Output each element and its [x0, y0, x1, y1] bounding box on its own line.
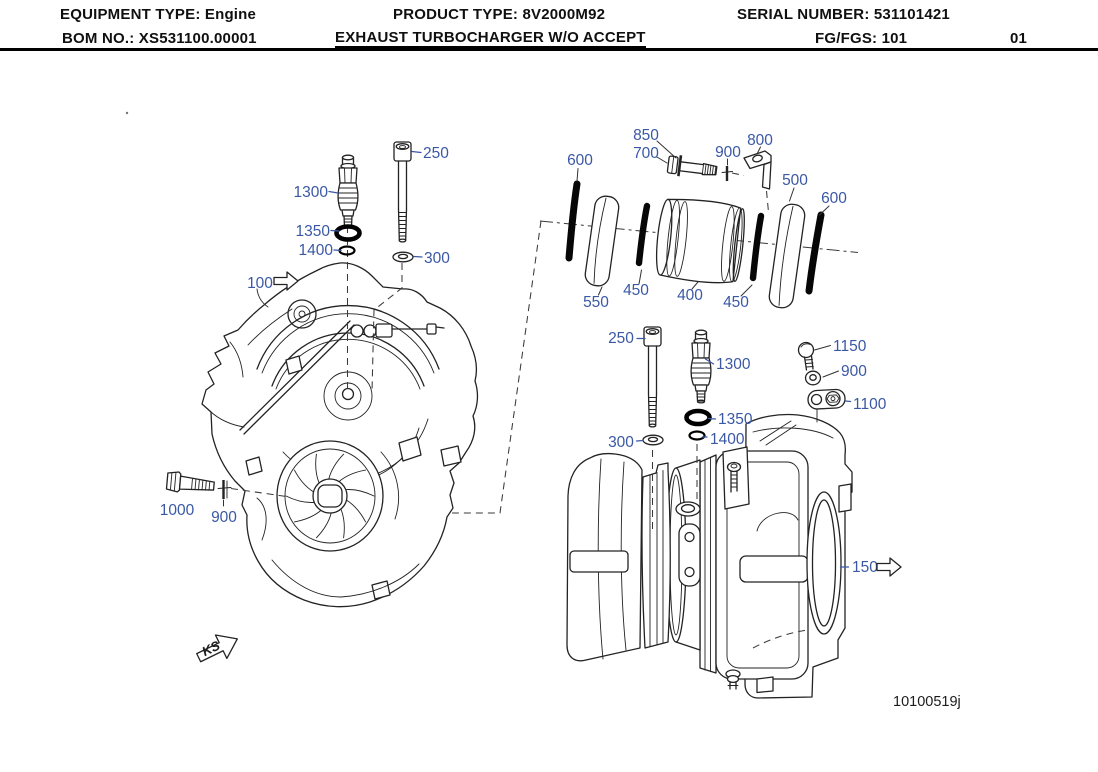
product-type: PRODUCT TYPE: 8V2000M92	[393, 6, 606, 23]
serial-number: SERIAL NUMBER: 531101421	[737, 6, 950, 23]
washer-300-left	[392, 251, 414, 263]
stud-bolt	[726, 461, 742, 493]
assembly-connector-dashed	[452, 220, 542, 514]
washer-900-top	[721, 166, 733, 181]
exploded-parts-row	[565, 150, 825, 309]
ring-500	[768, 203, 806, 309]
turbocharger-assembly-left	[201, 226, 479, 608]
callout-450-left: 450	[623, 282, 649, 299]
callout-250-left: 250	[423, 145, 449, 162]
leader-lines	[223, 140, 852, 568]
mount-line-dashed	[731, 172, 770, 213]
oil-port-boss	[287, 299, 317, 329]
oring-450-right	[749, 212, 765, 282]
washer-900-mid	[804, 370, 822, 386]
washer-300-mid	[642, 434, 664, 446]
vent-valve-1300-mid	[690, 329, 712, 404]
callout-450-right: 450	[723, 294, 749, 311]
callout-1000: 1000	[160, 502, 195, 519]
oring-1350-mid	[687, 411, 710, 424]
callout-500: 500	[782, 172, 808, 189]
vent-valve-1300-left	[337, 154, 359, 229]
callout-850: 850	[633, 127, 659, 144]
washer-900-left	[217, 480, 232, 499]
callout-400: 400	[677, 287, 703, 304]
bolt-1000	[165, 471, 215, 493]
callout-300-left: 300	[424, 250, 450, 267]
bellows-400	[655, 198, 745, 284]
ring-550	[584, 195, 620, 287]
header-rule	[0, 48, 1098, 51]
callout-800: 800	[747, 132, 773, 149]
bolt-1150	[797, 341, 815, 371]
plate-1100	[807, 388, 846, 410]
oring-600-left	[565, 180, 581, 262]
callout-150: 150	[852, 559, 878, 576]
callout-900-left: 900	[211, 509, 237, 526]
reference-arrow-100	[273, 271, 299, 291]
callout-250-mid: 250	[608, 330, 634, 347]
callout-1400-mid: 1400	[710, 431, 745, 448]
callout-1350-mid: 1350	[718, 411, 753, 428]
washer-850	[677, 155, 683, 177]
mount-line-dashed	[651, 444, 698, 532]
print-dot	[125, 111, 129, 115]
bolt-250-mid	[643, 326, 662, 428]
fg-fgs: FG/FGS: 101	[815, 30, 908, 47]
mount-line-dashed	[371, 263, 403, 393]
callout-1300-mid: 1300	[716, 356, 751, 373]
sealring-1400-mid	[688, 430, 706, 441]
callout-1100: 1100	[853, 396, 887, 413]
sheet-number: 01	[1010, 30, 1028, 47]
callout-700: 700	[633, 145, 659, 162]
drawing-number: 10100519j	[893, 694, 961, 710]
oring-450-left	[635, 202, 651, 267]
bottom-bolt	[725, 669, 741, 690]
assembly-title: EXHAUST TURBOCHARGER W/O ACCEPT	[335, 29, 646, 48]
callout-550: 550	[583, 294, 609, 311]
callout-1150: 1150	[833, 338, 867, 355]
equipment-type: EQUIPMENT TYPE: Engine	[60, 6, 257, 23]
oring-600-right	[805, 211, 825, 295]
bolt-700	[666, 155, 718, 177]
callout-900-top: 900	[715, 144, 741, 161]
callout-1400-left: 1400	[299, 242, 334, 259]
bracket-800	[743, 150, 772, 190]
bolt-250-left	[393, 141, 412, 243]
callout-600-right: 600	[821, 190, 847, 207]
ks-direction-arrow: KS	[196, 634, 238, 663]
reference-arrow-150	[876, 557, 902, 577]
callout-labels: 100 1300 250 1350 1400 300 1000 900 600 …	[160, 127, 887, 576]
bom-number: BOM NO.: XS531100.00001	[62, 30, 257, 47]
mount-line-dashed	[230, 487, 291, 498]
callout-1300-left: 1300	[294, 184, 329, 201]
ks-label: KS	[199, 638, 222, 660]
callout-100: 100	[247, 275, 273, 292]
callout-1350-left: 1350	[296, 223, 331, 240]
turbocharger-assembly-right	[566, 408, 853, 699]
callout-300-mid: 300	[608, 434, 634, 451]
callout-900-mid: 900	[841, 363, 867, 380]
callout-600-left: 600	[567, 152, 593, 169]
